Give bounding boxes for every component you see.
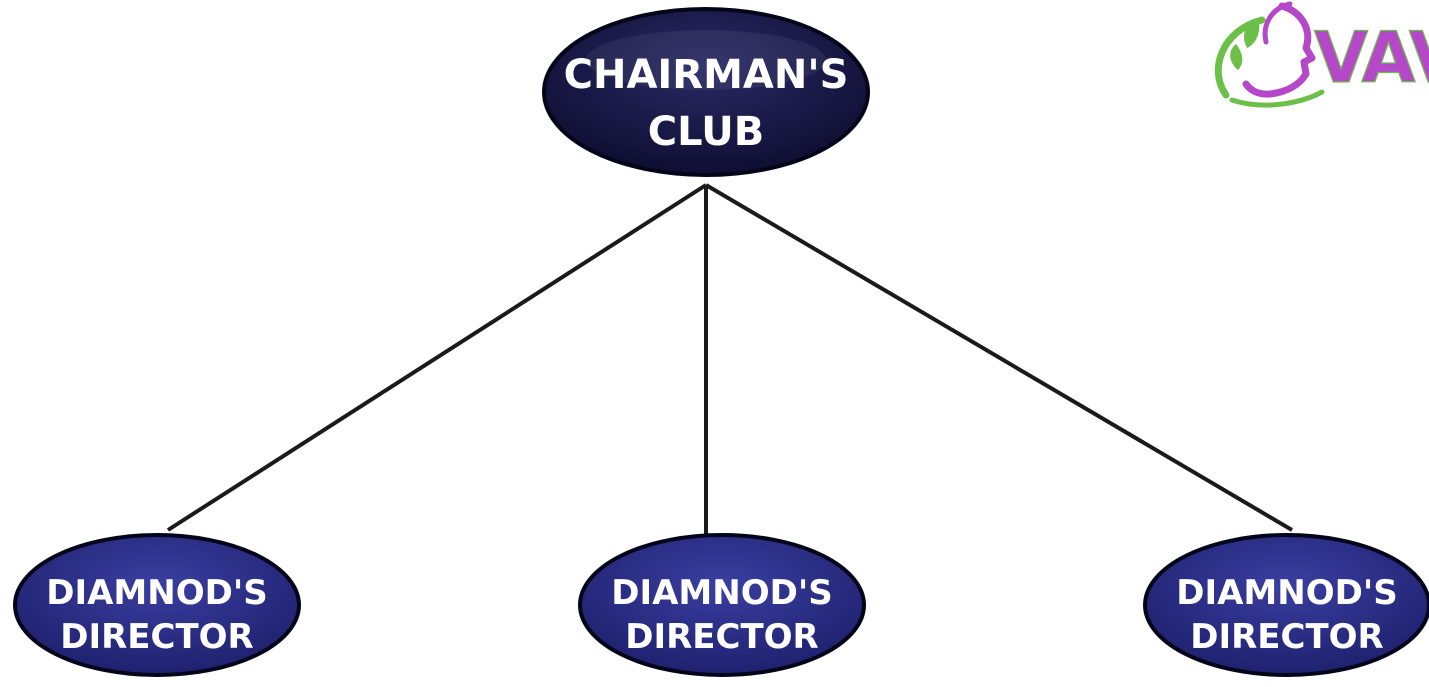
node-ellipse — [542, 7, 870, 177]
connector-line-left — [166, 183, 708, 532]
connector-line-right — [704, 183, 1294, 532]
leaf-icon — [1214, 16, 1266, 99]
node-ellipse — [578, 533, 866, 677]
node-label-line2: CLUB — [648, 109, 764, 155]
logo-wordmark: VAV — [1314, 17, 1429, 99]
node-diamonds-director-1: DIAMNOD'S DIRECTOR — [13, 533, 301, 677]
node-label-line2: DIRECTOR — [1190, 617, 1384, 657]
node-diamonds-director-2: DIAMNOD'S DIRECTOR — [578, 533, 866, 677]
connectors — [166, 183, 1294, 535]
node-label-line1: DIAMNOD'S — [611, 573, 833, 613]
node-label-line2: DIRECTOR — [60, 617, 254, 657]
node-highlight — [586, 30, 826, 90]
node-ellipse — [13, 533, 301, 677]
node-label-line2: DIRECTOR — [625, 617, 819, 657]
node-chairmans-club: CHAIRMAN'S CLUB — [542, 7, 870, 177]
node-ellipse — [1143, 533, 1429, 677]
face-profile-icon — [1242, 1, 1316, 98]
node-label-line1: DIAMNOD'S — [46, 573, 268, 613]
brand-logo: VAV — [1214, 1, 1429, 108]
node-label-line1: DIAMNOD'S — [1176, 573, 1398, 613]
logo-swoosh — [1229, 89, 1325, 108]
node-diamonds-director-3: DIAMNOD'S DIRECTOR — [1143, 533, 1429, 677]
node-label-line1: CHAIRMAN'S — [564, 52, 849, 98]
